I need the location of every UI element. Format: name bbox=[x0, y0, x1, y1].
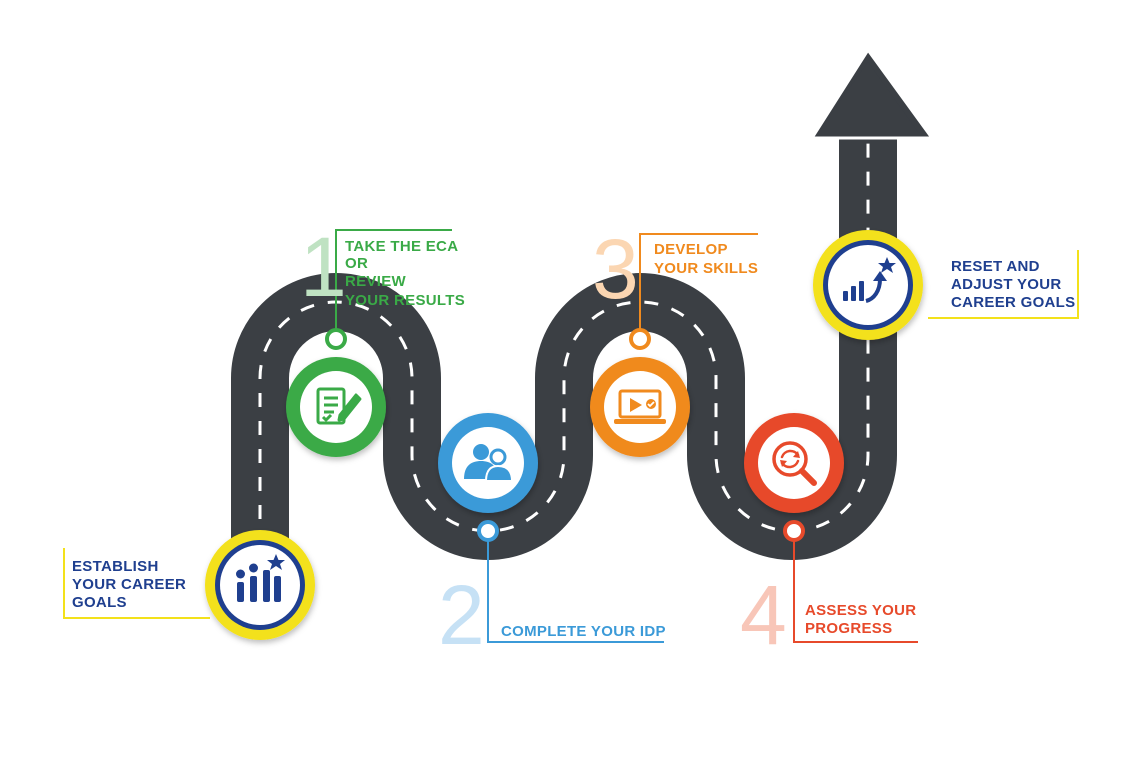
leader-lines bbox=[63, 229, 1079, 643]
bar-chart-star-icon bbox=[236, 554, 285, 602]
road-surface bbox=[231, 130, 897, 580]
leader-step-1 bbox=[335, 229, 452, 330]
step-labels: ESTABLISH YOUR CAREER GOALS TAKE THE ECA… bbox=[72, 238, 1075, 640]
marker-step-1 bbox=[325, 328, 347, 350]
growth-arrow-star-icon bbox=[843, 257, 896, 303]
road-center-dashes bbox=[258, 140, 870, 575]
label-start: ESTABLISH YOUR CAREER GOALS bbox=[72, 558, 191, 611]
label-step-3: DEVELOP YOUR SKILLS bbox=[654, 241, 758, 277]
step-number-4: 4 bbox=[740, 568, 787, 662]
badge-start bbox=[205, 530, 315, 640]
road bbox=[227, 47, 935, 580]
marker-step-2 bbox=[477, 520, 499, 542]
badge-step-2 bbox=[438, 413, 538, 513]
checklist-pencil-icon bbox=[316, 387, 362, 425]
label-step-1: TAKE THE ECA OR REVIEW YOUR RESULTS bbox=[345, 238, 465, 309]
badge-step-1 bbox=[286, 357, 386, 457]
marker-step-4 bbox=[783, 520, 805, 542]
label-end: RESET AND ADJUST YOUR CAREER GOALS bbox=[951, 258, 1075, 311]
marker-step-3 bbox=[629, 328, 651, 350]
leader-start bbox=[63, 548, 210, 619]
step-numbers: 1 2 3 4 bbox=[300, 220, 787, 662]
badge-step-3 bbox=[590, 357, 690, 457]
people-icon bbox=[464, 444, 514, 482]
leader-step-3 bbox=[639, 233, 758, 330]
label-step-2: COMPLETE YOUR IDP bbox=[501, 623, 666, 640]
leader-end bbox=[928, 250, 1079, 319]
leader-step-2 bbox=[487, 540, 664, 643]
label-step-4: ASSESS YOUR PROGRESS bbox=[805, 602, 921, 637]
badge-end bbox=[813, 230, 923, 340]
step-number-2: 2 bbox=[438, 568, 485, 662]
step-number-3: 3 bbox=[592, 222, 639, 316]
laptop-video-icon bbox=[614, 389, 666, 424]
badge-step-4 bbox=[744, 413, 844, 513]
leader-step-4 bbox=[793, 540, 918, 643]
magnifier-refresh-icon bbox=[772, 441, 817, 486]
step-number-1: 1 bbox=[300, 220, 347, 314]
